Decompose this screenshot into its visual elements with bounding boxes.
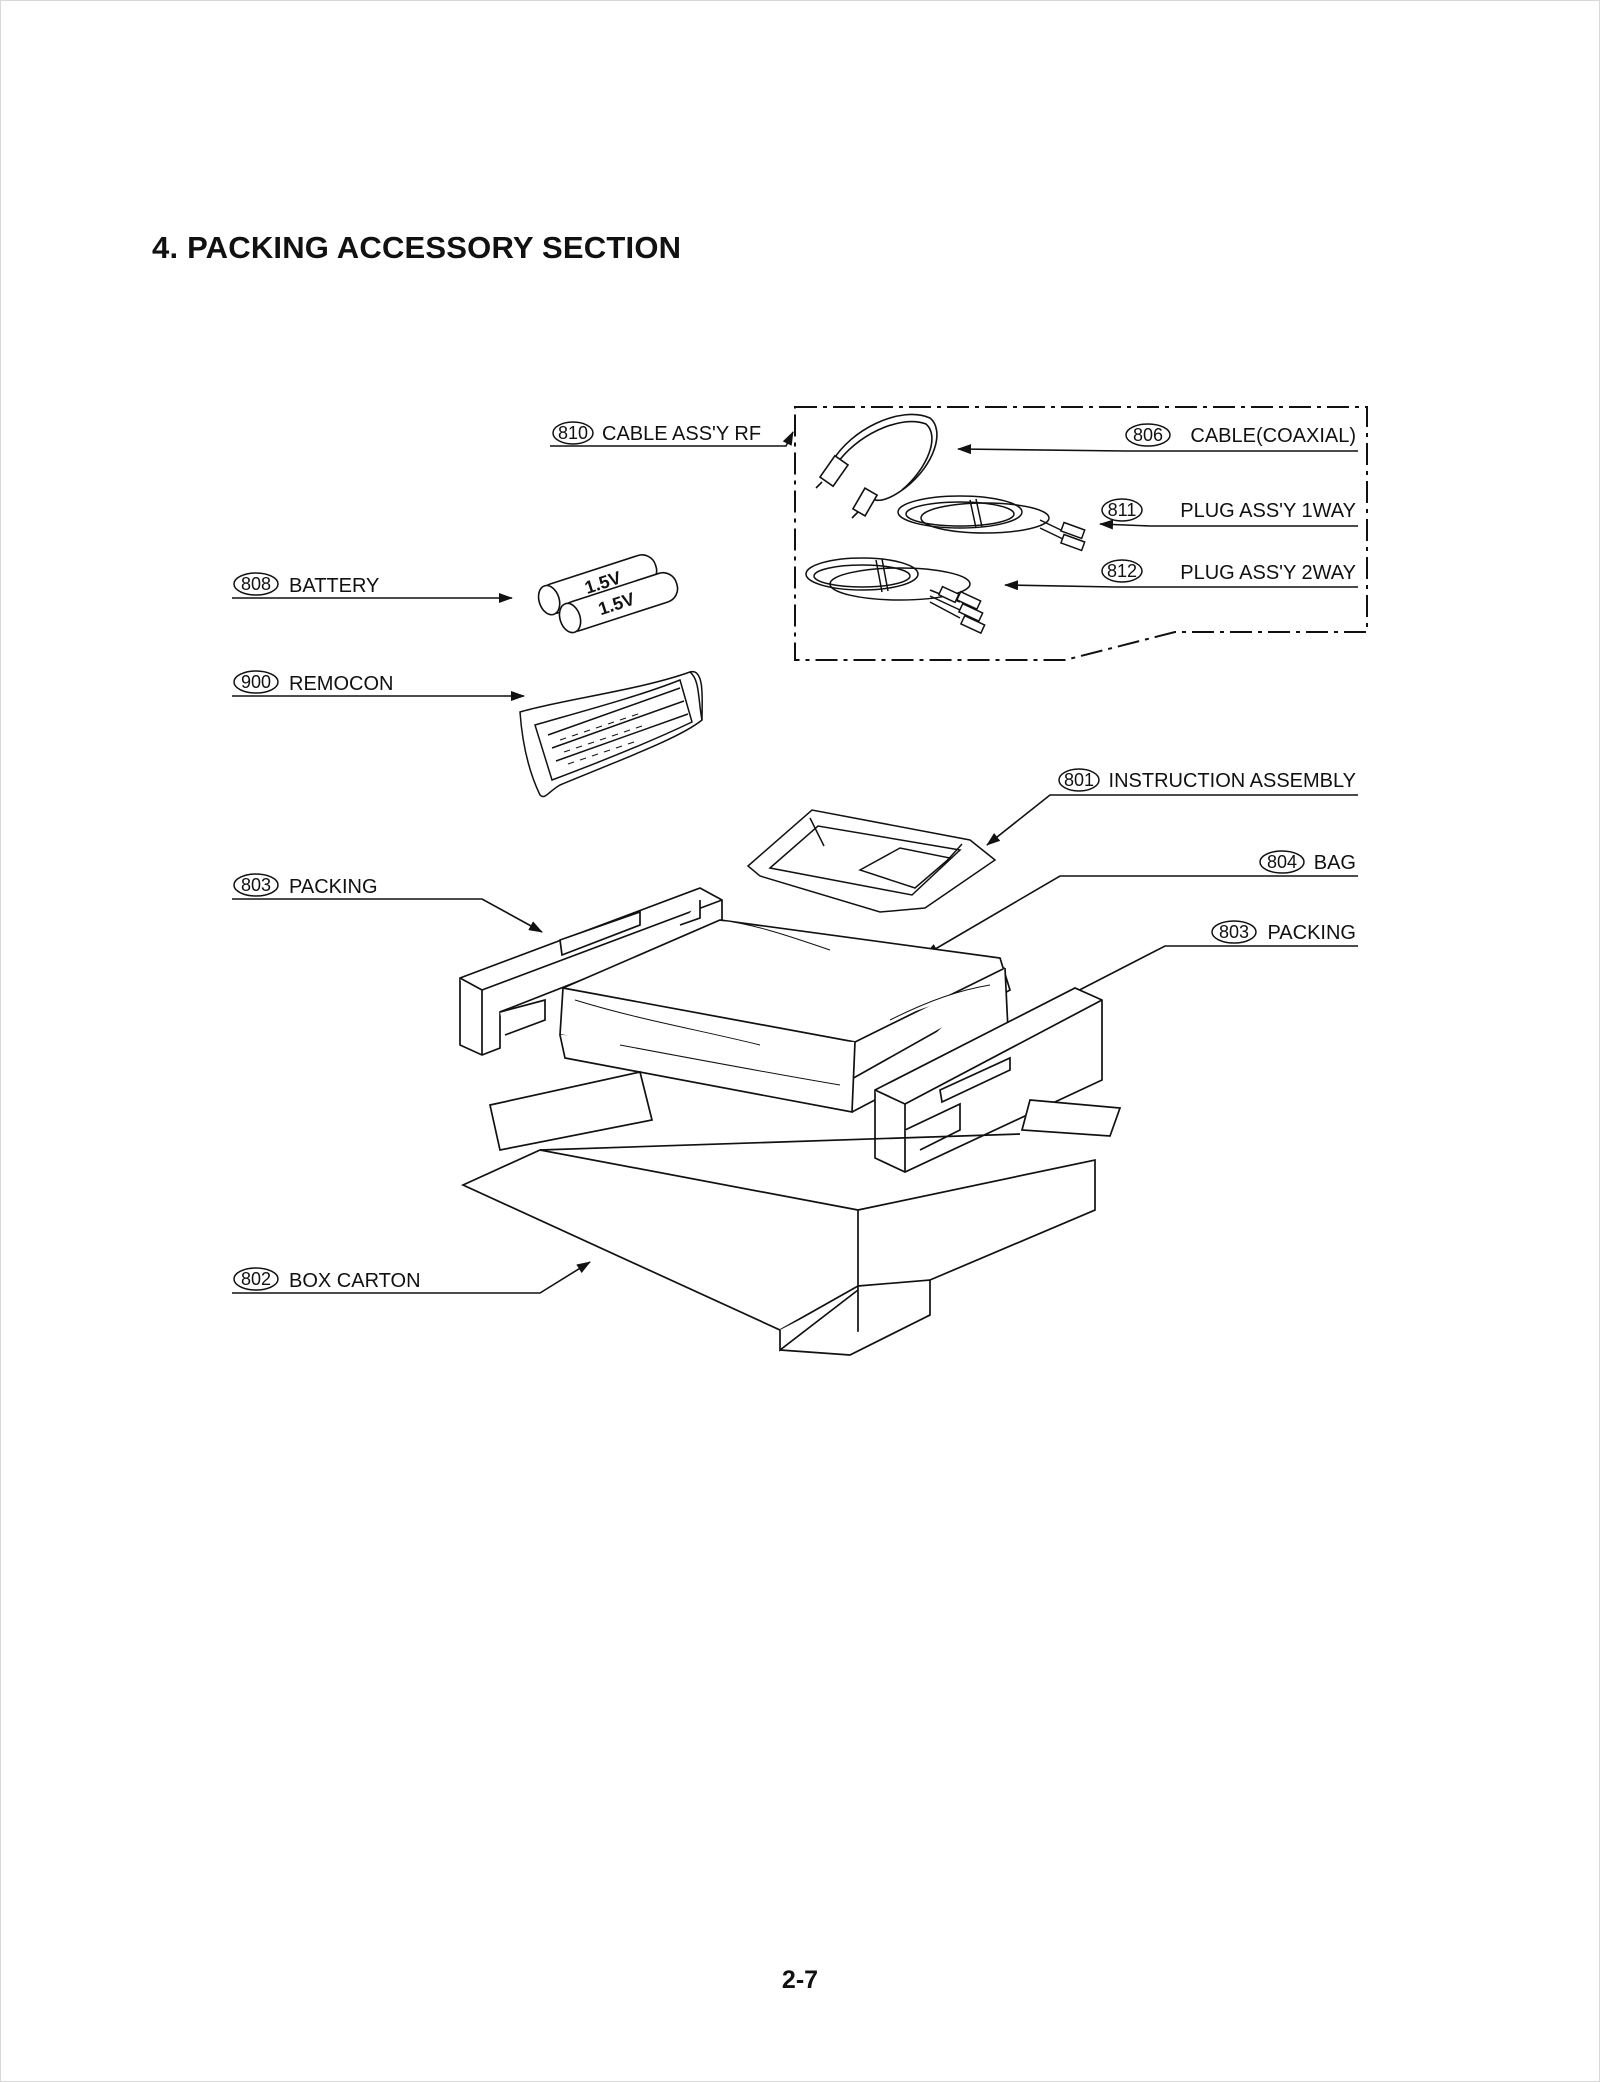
callout-804: 804 BAG [1259,850,1356,874]
svg-text:802: 802 [241,1269,271,1289]
svg-text:CABLE ASS'Y RF: CABLE ASS'Y RF [602,423,761,445]
page-number: 2-7 [781,1966,819,1994]
callout-810: 810 CABLE ASS'Y RF [552,421,761,445]
svg-text:803: 803 [241,875,271,895]
coaxial-cable-drawing [815,413,938,519]
callout-812: 812 PLUG ASS'Y 2WAY [1101,559,1356,584]
svg-text:801: 801 [1064,770,1094,790]
svg-text:CABLE(COAXIAL): CABLE(COAXIAL) [1190,425,1356,447]
svg-text:BAG: BAG [1314,852,1356,874]
svg-text:804: 804 [1267,852,1297,872]
svg-text:PACKING: PACKING [289,876,378,898]
svg-text:PLUG ASS'Y 2WAY: PLUG ASS'Y 2WAY [1180,562,1356,584]
callout-900: 900 REMOCON [233,670,393,695]
svg-text:810: 810 [558,423,588,443]
page-title: 4. PACKING ACCESSORY SECTION [152,230,682,265]
plug-2way-drawing [805,557,986,635]
svg-text:PLUG ASS'Y 1WAY: PLUG ASS'Y 1WAY [1180,500,1356,522]
packing-left-drawing [459,887,723,1056]
callout-802: 802 BOX CARTON [233,1267,421,1292]
leader-806 [957,444,1358,455]
packing-right-drawing [874,987,1103,1173]
svg-text:BATTERY: BATTERY [289,575,379,597]
leader-803-left [232,898,543,933]
svg-text:INSTRUCTION ASSEMBLY: INSTRUCTION ASSEMBLY [1109,770,1356,792]
leader-812 [1004,580,1358,591]
main-unit-bag-drawing [559,919,1012,1114]
svg-text:806: 806 [1133,425,1163,445]
leader-803-right [1059,945,1358,1001]
plug-1way-drawing [897,495,1086,552]
leader-811 [1099,519,1358,530]
leader-804 [924,875,1358,956]
callout-806: 806 CABLE(COAXIAL) [1125,423,1356,447]
svg-text:REMOCON: REMOCON [289,673,393,695]
remocon-drawing [519,671,703,798]
svg-text:811: 811 [1108,500,1137,520]
leader-802 [232,1261,591,1294]
callout-803-right: 803 PACKING [1211,920,1356,944]
cable-group-enclosure [794,406,1368,661]
callout-801: 801 INSTRUCTION ASSEMBLY [1058,768,1356,792]
svg-text:808: 808 [241,574,271,594]
battery-drawing: 1.5V 1.5V [537,554,679,634]
callout-803-left: 803 PACKING [233,873,378,898]
svg-text:803: 803 [1219,922,1249,942]
leader-801 [986,794,1358,846]
leader-810 [550,431,794,447]
svg-text:PACKING: PACKING [1267,922,1356,944]
instruction-assembly-drawing [746,809,997,913]
box-carton-drawing [460,1070,1122,1356]
svg-text:BOX CARTON: BOX CARTON [289,1270,421,1292]
svg-text:812: 812 [1107,561,1137,581]
callout-808: 808 BATTERY [233,572,379,597]
svg-text:900: 900 [241,672,271,692]
callout-811: 811 PLUG ASS'Y 1WAY [1101,498,1356,522]
